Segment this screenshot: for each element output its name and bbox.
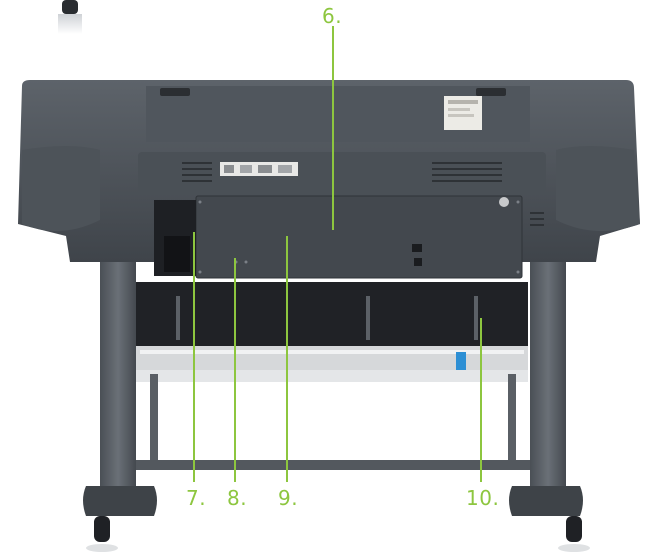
printer-stand	[83, 262, 590, 552]
callout-8-label: 8.	[227, 486, 248, 510]
regulatory-label	[444, 96, 482, 130]
callout-6-label: 6.	[322, 4, 343, 28]
media-bin	[136, 282, 528, 382]
rear-center-housing	[138, 152, 546, 226]
callout-9-label: 9.	[278, 486, 299, 510]
callout-10-label: 10.	[466, 486, 500, 510]
callout-8-leader	[234, 258, 236, 482]
corner-wheel	[58, 0, 82, 34]
callout-10-leader	[480, 318, 482, 482]
callout-7-leader	[193, 232, 195, 482]
callout-7-label: 7.	[186, 486, 207, 510]
rear-access-panel	[154, 195, 523, 279]
callout-9-leader	[286, 236, 288, 482]
callout-6-leader	[332, 26, 334, 230]
